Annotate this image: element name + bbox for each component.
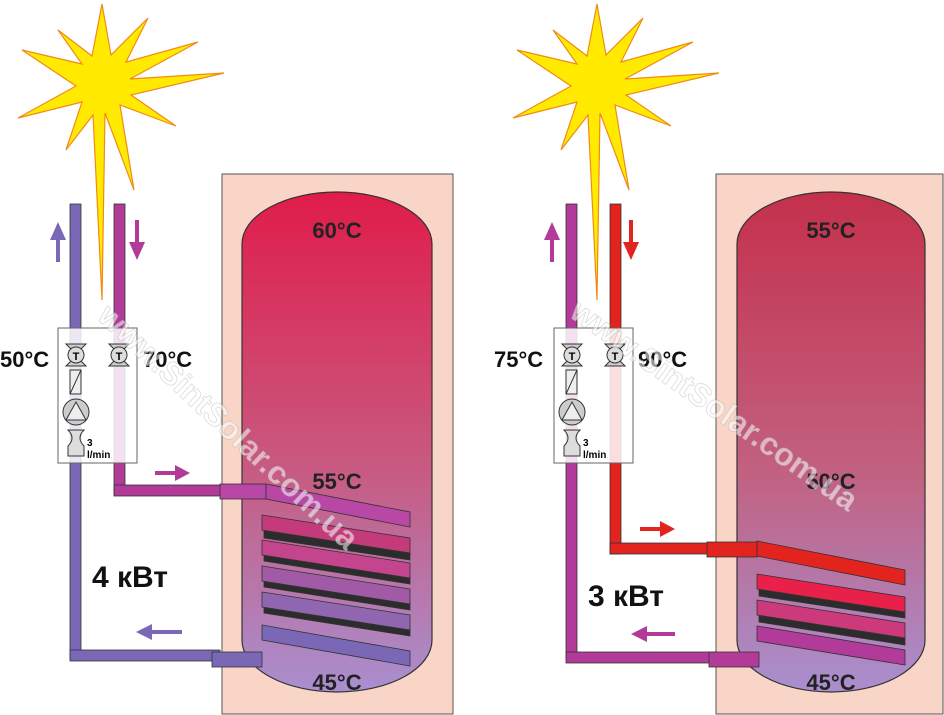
left-supply-valve-icon: T <box>107 343 131 367</box>
left-return-valve-symbol: T <box>73 351 80 363</box>
left-left-arrow-icon <box>136 624 182 640</box>
left-power: 4 кВт <box>92 561 168 594</box>
left-pump-icon <box>62 398 90 426</box>
right-system: T T 3 l/min <box>494 3 944 715</box>
left-supply-pipe-horizontal <box>113 484 225 497</box>
left-sun-icon <box>17 3 225 301</box>
right-down-arrow-icon <box>623 220 639 260</box>
left-flow-rate-unit: l/min <box>87 450 110 461</box>
right-tank-top-temp: 55°C <box>806 218 855 243</box>
left-down-arrow-icon <box>129 220 145 260</box>
right-flow-rate-unit: l/min <box>583 450 606 461</box>
right-tank-mid-temp: 50°C <box>806 469 855 494</box>
right-up-arrow-icon <box>544 222 560 262</box>
left-right-arrow-icon <box>155 465 190 481</box>
left-tank-mid-temp: 55°C <box>312 469 361 494</box>
right-heat-coil <box>706 540 906 668</box>
left-supply-valve-symbol: T <box>116 351 123 363</box>
left-tank-bottom-temp: 45°C <box>312 670 361 695</box>
right-left-arrow-icon <box>631 626 675 642</box>
right-return-pipe-horizontal <box>565 651 717 664</box>
left-return-pipe-horizontal <box>69 649 221 662</box>
right-flow-meter-icon <box>562 429 582 457</box>
left-up-arrow-icon <box>50 222 66 262</box>
right-right-arrow-icon <box>640 521 675 537</box>
right-sun-icon <box>512 3 720 301</box>
right-supply-temp: 90°C <box>638 347 687 372</box>
left-flow-meter-icon <box>66 429 86 457</box>
left-tank-top-temp: 60°C <box>312 218 361 243</box>
left-supply-temp: 70°C <box>143 347 192 372</box>
left-return-valve-icon: T <box>64 343 88 367</box>
right-return-valve-symbol: T <box>569 351 576 363</box>
right-flow-rate-value: 3 <box>583 438 589 449</box>
left-heat-coil <box>211 483 411 668</box>
right-return-valve-icon: T <box>560 343 584 367</box>
left-flow-rate-value: 3 <box>87 438 93 449</box>
left-return-temp: 50°C <box>0 347 49 372</box>
right-supply-pipe-horizontal <box>609 542 711 555</box>
right-power: 3 кВт <box>588 580 664 613</box>
left-system: T T 3 l/min <box>0 3 454 715</box>
right-return-temp: 75°C <box>494 347 543 372</box>
right-tank-bottom-temp: 45°C <box>806 670 855 695</box>
right-pump-icon <box>558 398 586 426</box>
right-supply-valve-symbol: T <box>612 351 619 363</box>
right-supply-valve-icon: T <box>603 343 627 367</box>
